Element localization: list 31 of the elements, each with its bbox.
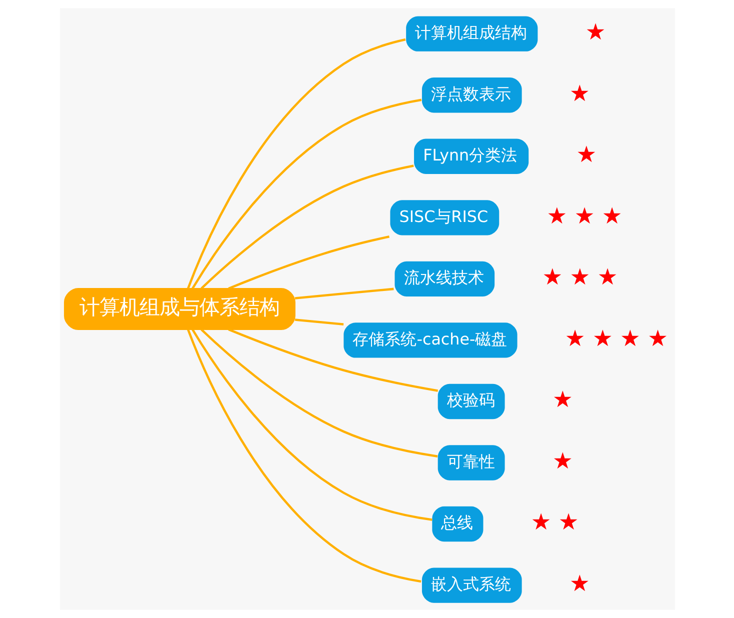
connector [294,318,344,326]
node-label: ★ [552,387,572,414]
node-label: ★ [584,20,606,46]
connector [228,328,438,392]
connector [200,328,438,458]
node-label: ★ [568,80,590,107]
node-box: 流水线技术 [394,261,494,297]
connector [186,329,421,583]
node-label: ★ [552,448,572,474]
node-label: ★ ★ ★ [546,203,622,230]
node-label: ★ ★ ★ [542,264,618,291]
node-label: ★ [576,142,596,168]
node-box: 可靠性 [437,445,504,480]
connector [294,288,394,300]
node-box: 嵌入式系统 [421,568,522,603]
node-box: 浮点数表示 [421,78,522,113]
node-box: 校验码 [437,384,504,420]
node-label: ★ ★ ★ ★ [564,326,668,352]
node-label: ★ ★ [530,510,578,536]
node-box: FLynn分类法 [414,138,528,174]
node-box: SISC与RISC [390,200,499,236]
connector [191,328,432,521]
connector [200,164,414,290]
node-box: 计算机组成与体系结构 [63,288,295,330]
connector [191,98,422,290]
node-box: 总线 [432,506,483,542]
node-box: 存储系统-cache-磁盘 [343,322,517,358]
node-box: 计算机组成结构 [406,16,538,52]
connector [186,38,406,289]
connector [228,235,389,290]
node-label: ★ [568,570,590,597]
